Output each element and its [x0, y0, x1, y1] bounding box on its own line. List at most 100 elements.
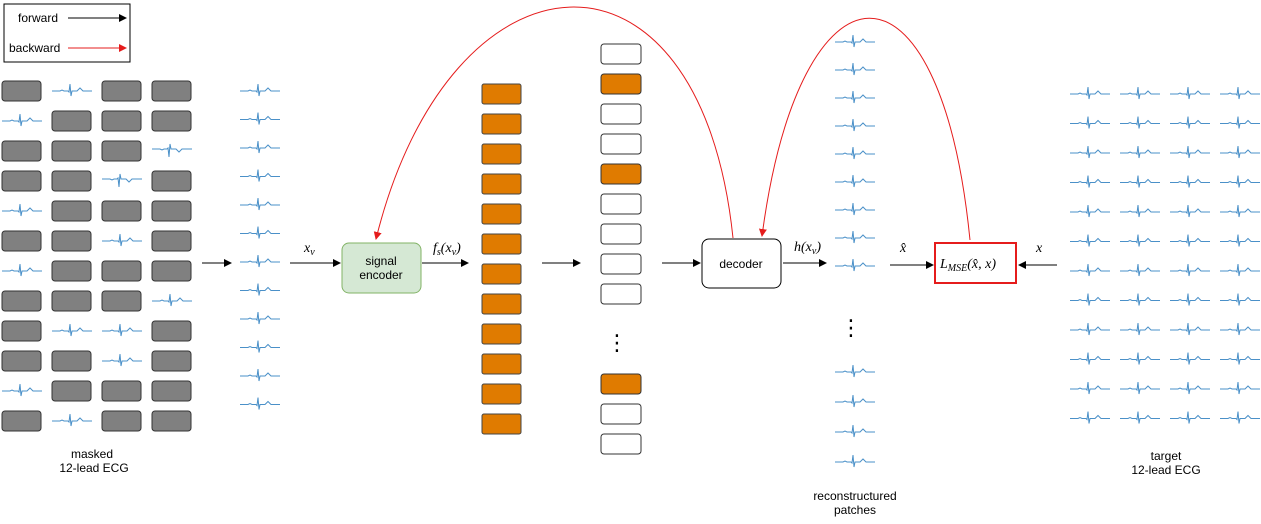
target-ecg-trace	[1169, 352, 1211, 365]
target-ecg-label-line1: target	[1151, 449, 1182, 463]
target-ecg-trace	[1169, 381, 1211, 395]
target-ecg-trace	[1169, 322, 1211, 336]
reconstructed-patch-trace	[834, 34, 876, 48]
target-ecg-trace	[1169, 263, 1211, 277]
visible-ecg-patch	[151, 293, 193, 307]
legend-backward-label: backward	[9, 41, 60, 55]
signal-encoder-label-line2: encoder	[359, 268, 402, 282]
target-ecg-trace	[1119, 175, 1161, 188]
target-ecg-trace	[1069, 322, 1111, 336]
visible-patch-trace	[239, 83, 281, 97]
reconstructed-patch-trace	[834, 118, 876, 132]
target-ecg-trace	[1069, 293, 1111, 306]
masked-patch	[151, 170, 192, 192]
ellipsis-dots: ⋮	[840, 316, 862, 341]
mask-token	[600, 253, 642, 275]
signal-encoder-box	[341, 242, 422, 294]
masked-patch	[151, 80, 192, 102]
masked-patch	[101, 80, 142, 102]
decoder-box	[701, 238, 782, 289]
visible-ecg-patch	[51, 83, 93, 97]
masked-patch	[51, 140, 92, 162]
target-ecg-trace	[1219, 204, 1261, 218]
masked-patch	[151, 200, 192, 222]
masked-ecg-grid	[1, 80, 193, 432]
masked-patch	[101, 110, 142, 132]
embedding-token	[481, 83, 522, 105]
masked-patch	[1, 290, 42, 312]
masked-patch	[51, 170, 92, 192]
target-ecg-trace	[1119, 263, 1161, 277]
embedding-token	[600, 373, 642, 395]
masked-patch	[151, 230, 192, 252]
reconstructed-label-line2: patches	[834, 503, 876, 517]
target-ecg-trace	[1169, 116, 1211, 129]
embedding-token	[481, 353, 522, 375]
mse-loss-box	[934, 242, 1017, 284]
encoded-embeddings-column	[481, 83, 522, 435]
xhat-label: x̂	[899, 241, 907, 256]
masked-patch	[51, 350, 92, 372]
target-ecg-trace	[1169, 234, 1211, 247]
target-ecg-trace	[1069, 381, 1111, 395]
target-ecg-trace	[1169, 204, 1211, 218]
legend-box	[3, 3, 131, 63]
reconstructed-patch-trace	[834, 364, 876, 378]
masked-patch	[101, 200, 142, 222]
embedding-token	[481, 203, 522, 225]
mask-token	[600, 43, 642, 65]
visible-ecg-patch	[101, 353, 143, 367]
target-ecg-trace	[1119, 322, 1161, 336]
masked-patch	[51, 260, 92, 282]
visible-patch-trace	[239, 254, 281, 268]
target-ecg-trace	[1219, 381, 1261, 395]
target-ecg-trace	[1069, 145, 1111, 159]
decoder-label: decoder	[719, 257, 762, 271]
embedding-token	[481, 383, 522, 405]
masked-patch	[101, 290, 142, 312]
mask-token	[600, 103, 642, 125]
masked-ecg-label-line1: masked	[71, 447, 113, 461]
mask-token	[600, 193, 642, 215]
visible-patches-column	[239, 83, 281, 410]
visible-ecg-patch	[51, 323, 93, 337]
embedding-token	[481, 413, 522, 435]
mask-token	[600, 223, 642, 245]
masked-patch	[51, 380, 92, 402]
reconstructed-patch-trace	[834, 230, 876, 244]
reconstructed-patch-trace	[834, 146, 876, 160]
target-ecg-trace	[1219, 322, 1261, 336]
masked-patch	[101, 380, 142, 402]
target-ecg-trace	[1119, 352, 1161, 365]
visible-ecg-patch	[101, 323, 143, 337]
target-ecg-trace	[1169, 86, 1211, 100]
visible-patch-trace	[239, 397, 281, 410]
target-ecg-trace	[1069, 352, 1111, 365]
masked-patch	[151, 260, 192, 282]
masked-patch	[1, 410, 42, 432]
target-ecg-trace	[1069, 175, 1111, 188]
target-ecg-trace	[1069, 263, 1111, 277]
masked-patch	[101, 260, 142, 282]
target-ecg-trace	[1219, 145, 1261, 159]
x-label: x	[1035, 241, 1043, 256]
reconstructed-patch-trace	[834, 174, 876, 188]
target-ecg-trace	[1219, 263, 1261, 277]
mask-token	[600, 283, 642, 305]
target-ecg-trace	[1069, 411, 1111, 424]
reconstructed-patch-trace	[834, 90, 876, 104]
target-ecg-trace	[1219, 352, 1261, 365]
xv-label: xv	[303, 241, 315, 258]
masked-patch	[1, 140, 42, 162]
visible-ecg-patch	[1, 383, 43, 397]
masked-patch	[151, 350, 192, 372]
signal-encoder-label-line1: signal	[365, 254, 396, 268]
reconstructed-patch-trace	[834, 258, 876, 272]
reconstructed-patches-column: ⋮	[834, 34, 876, 468]
target-ecg-trace	[1119, 116, 1161, 129]
reconstructed-patch-trace	[834, 62, 876, 76]
embedding-token	[481, 233, 522, 255]
masked-patch	[1, 170, 42, 192]
masked-ecg-label-line2: 12-lead ECG	[59, 461, 128, 475]
